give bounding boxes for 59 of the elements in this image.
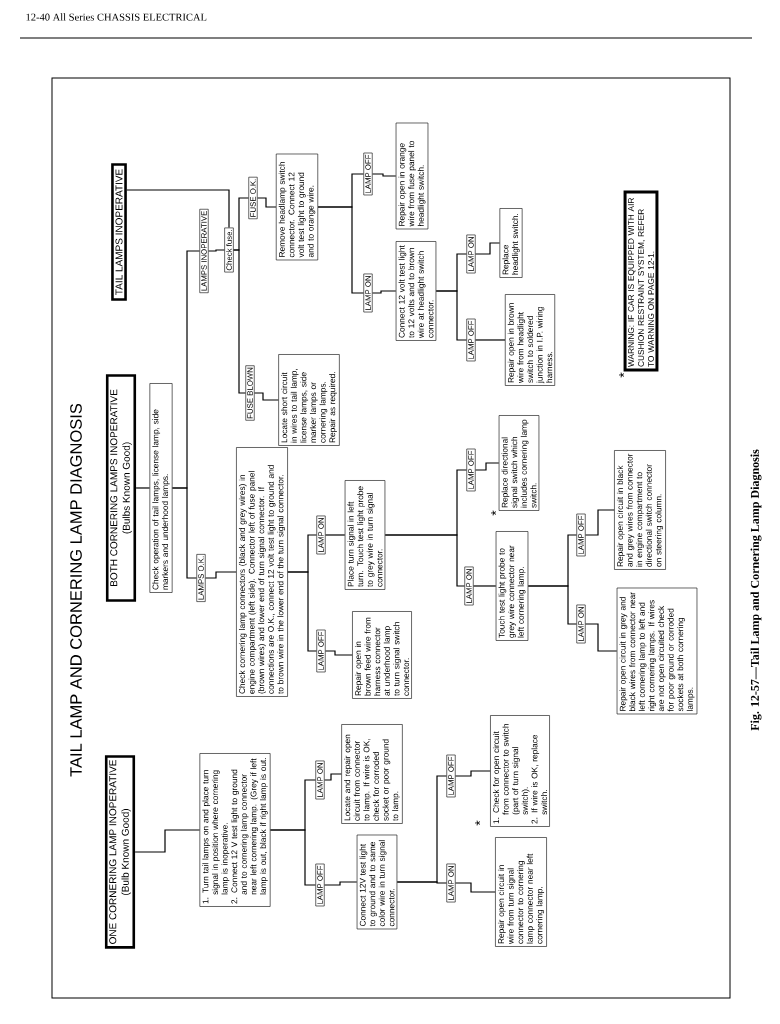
- process-box: Locate short circuit in wires to tail lamp, license lamps, side marker lamps or cornering lamps. Repair as required.: [278, 354, 340, 446]
- warning-box: WARNING: IF CAR IS EQUIPPED WITH AIR CUSHION RESTRAINT SYSTEM, REFER TO WARNING ON PAGE 12-1.: [623, 190, 659, 372]
- process-box: Locate and repair open circuit from connector to lamp. If wire is OK, check for corroded socket or poor ground to lamp.: [341, 724, 403, 824]
- connector-line: [323, 773, 342, 781]
- connector-line: [396, 775, 448, 883]
- process-box: Check operation of tail lamps, license lamp, side markers and underhood lamps.: [149, 383, 173, 593]
- connector-line: [384, 469, 468, 536]
- connector-line: [324, 650, 353, 656]
- connector-line: [454, 770, 491, 777]
- connector-line: [207, 249, 225, 252]
- connector-line: [204, 571, 237, 579]
- connector-line: [474, 242, 501, 255]
- process-box: Repair open circuit in wire from turn signal connector to cornering lamp connector near left cornering lamp.: [495, 837, 547, 947]
- connector-line: [371, 173, 397, 177]
- connector-line: [126, 189, 230, 229]
- process-box: Repair open circuit in black and grey wires from connector in engine compartment to directional switch connector on steering column.: [614, 450, 666, 570]
- connector-line: [527, 534, 578, 587]
- heading-box: ONE CORNERING LAMP INOPERATIVE (Bulb Known Good): [104, 755, 136, 949]
- heading-box: TAIL LAMPS INOPERATIVE: [111, 163, 127, 301]
- process-box: Repair open in brown wire from headlight switch to soldered junction in I.P. wiring harness.: [504, 294, 556, 386]
- process-box: Connect 12V test light to ground and to same color wire in turn signal connector.: [356, 834, 398, 930]
- process-box: Repair open circuit in grey and black wires from connector near left cornering lamp to left and right cornering lamps. If wires are not open circuited check for poor ground or corroded sockets at both cornering lamps.: [616, 587, 698, 715]
- connector-line: [584, 509, 615, 536]
- title: TAIL LAMP AND CORNERING LAMP DIAGNOSIS: [70, 403, 82, 777]
- process-box: 1. Turn tail lamps on and place turn signal in position where cornering lamp is inoperative. 2. Connect 12 V test light to ground and to cornering lamp connector near left cornering lamp. (Grey if left lamp is out, black if right lamp is out.: [199, 753, 271, 907]
- process-box: Repair open in orange wire from fuse panel to headlight switch.: [395, 122, 429, 230]
- connector-line: [323, 881, 358, 886]
- connector-line: [472, 585, 497, 587]
- asterisk: *: [619, 372, 625, 378]
- process-box: 1. Check for open circuit from connector to switch (part of turn signal switch). 2. If wire is OK, replace switch.: [490, 715, 550, 827]
- connector-line: [256, 197, 277, 208]
- process-box: Connect 12 volt test light to 12 volts and to brown wire at headlight switch connector.: [395, 241, 437, 341]
- heading-box: BOTH CORNERING LAMPS INOPERATIVE (Bulbs Known Good): [105, 374, 137, 602]
- connector-line: [134, 829, 201, 853]
- page-header: 12-40 All Series CHASSIS ELECTRICAL: [26, 13, 207, 21]
- connector-line: [371, 290, 397, 294]
- connector-line: [474, 462, 500, 471]
- connector-line: [233, 197, 250, 251]
- asterisk: *: [491, 510, 497, 516]
- connector-line: [287, 534, 318, 573]
- connector-line: [324, 534, 346, 536]
- connector-line: [317, 173, 365, 208]
- process-box: Place turn signal in left turn. Touch test light probe to grey wire in turn signal connector.: [344, 480, 386, 590]
- figure-caption: Fig. 12-57—Tail Lamp and Cornering Lamp Diagnosis: [750, 449, 762, 731]
- process-box: Repair open in brown feed wire from harness connector at underhood lamp to turn signal switch connector.: [352, 611, 412, 699]
- asterisk: *: [475, 820, 481, 826]
- connector-line: [135, 487, 151, 489]
- process-box: Touch test light probe to grey wire connector near left cornering lamp.: [495, 531, 529, 641]
- process-box: Replace headlight switch.: [499, 208, 523, 278]
- process-box: Check cornering lamp connectors (black and grey wires) in engine compartment (left side). Connector left of fuse panel (brown wires) and lower end of turn signal connector. If connections are O.K., connect 12 volt test light to ground and to brown wire in the lower end of the turn signal connector.: [236, 447, 288, 697]
- connector-line: [269, 779, 317, 831]
- connector-line: [454, 882, 496, 893]
- connector-line: [171, 250, 201, 489]
- process-box: Replace directional signal switch which includes cornering lamp switch.: [498, 415, 540, 511]
- connector-line: [474, 339, 506, 341]
- connector-line: [253, 392, 279, 401]
- connector-line: [584, 623, 618, 652]
- connector-line: [435, 290, 468, 341]
- process-box: Remove headlamp switch connector. Connect 12 volt test light to ground and to orange wire.: [275, 153, 319, 261]
